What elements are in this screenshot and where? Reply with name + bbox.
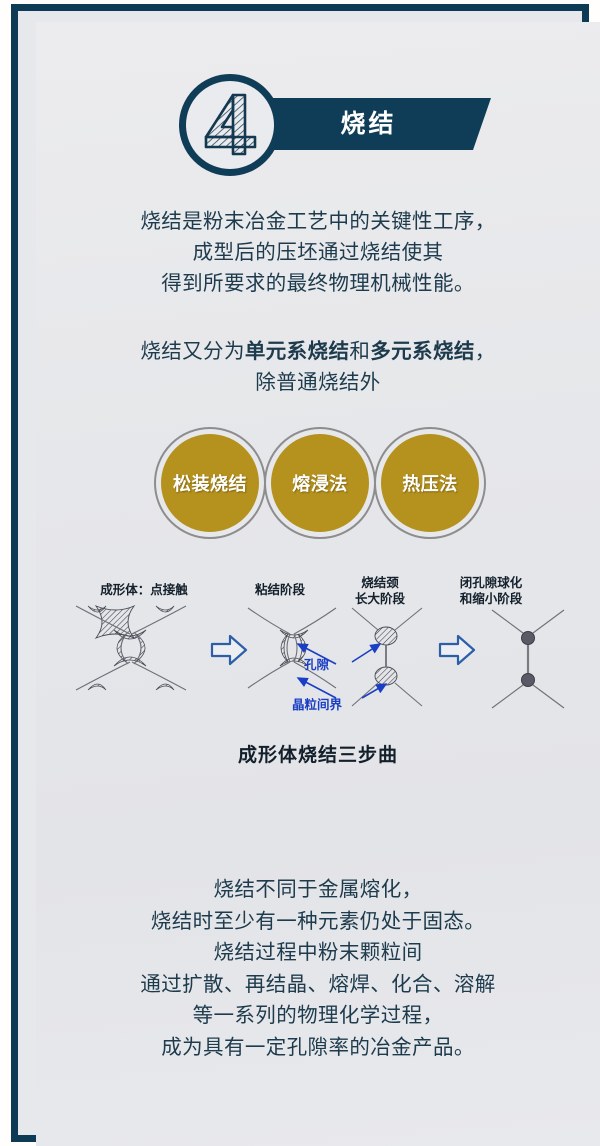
method-disc: 松装烧结 [161, 434, 259, 532]
annotation-arrows [296, 643, 388, 699]
stage-3-particles [491, 609, 565, 709]
stage-label-1: 成形体：点接触 [100, 582, 188, 597]
sintering-stage-diagram: 成形体：点接触 粘结阶段 烧结颈长大阶段 闭孔隙球化和缩小阶段 [36, 572, 600, 747]
arrow-icon-2 [438, 634, 476, 666]
step-number-badge [179, 74, 281, 176]
stage-label-3: 烧结颈长大阶段 [354, 575, 405, 606]
classification-line-2: 除普通烧结外 [255, 370, 381, 394]
classification-line-1: 烧结又分为单元系烧结和多元系烧结， [36, 336, 600, 367]
intro-line: 得到所要求的最终物理机械性能。 [161, 271, 475, 295]
stage-label-2: 粘结阶段 [254, 582, 305, 597]
stage-label-4: 闭孔隙球化和缩小阶段 [459, 575, 523, 606]
stage-1-particles [75, 604, 187, 691]
conclusion-line: 烧结不同于金属熔化， [213, 877, 423, 901]
method-disc: 熔浸法 [271, 434, 369, 532]
method-badge-2[interactable]: 熔浸法 [264, 427, 376, 539]
page-inner: 烧结 [36, 22, 600, 1146]
intro-line: 烧结是粉末冶金工艺中的关键性工序， [140, 209, 496, 233]
diagram-caption: 成形体烧结三步曲 [237, 744, 398, 766]
stage-diagram-graphic [75, 604, 565, 709]
page-frame: 烧结 [11, 4, 600, 1146]
step-number-4-icon [204, 93, 257, 156]
annotation-grain-boundary: 晶粒间界 [292, 697, 343, 712]
classification-term-2: 多元系烧结 [370, 339, 475, 363]
method-badge-3[interactable]: 热压法 [374, 427, 486, 539]
conclusion-line: 等一系列的物理化学过程， [192, 1003, 444, 1027]
method-label: 热压法 [402, 474, 458, 495]
intro-line: 成型后的压坯通过烧结使其 [192, 240, 444, 264]
classification-suffix: ， [474, 339, 496, 363]
stage-2-particles [247, 607, 423, 707]
method-label: 熔浸法 [292, 474, 348, 495]
method-label: 松装烧结 [173, 474, 247, 495]
methods-group: 松装烧结 熔浸法 热压法 [36, 427, 600, 557]
method-badge-1[interactable]: 松装烧结 [154, 427, 266, 539]
conclusion-line: 烧结时至少有一种元素仍处于固态。 [150, 908, 486, 933]
annotation-pore: 孔隙 [304, 657, 330, 672]
method-disc: 热压法 [381, 434, 479, 532]
header-banner: 烧结 [266, 98, 491, 150]
conclusion-line: 烧结过程中粉末颗粒间 [213, 940, 423, 964]
arrow-icon-1 [210, 634, 248, 666]
intro-paragraph: 烧结是粉末冶金工艺中的关键性工序， 成型后的压坯通过烧结使其 得到所要求的最终物… [36, 206, 600, 299]
conclusion-line: 成为具有一定孔隙率的冶金产品。 [161, 1034, 475, 1059]
classification-conjunction: 和 [349, 339, 371, 363]
conclusion-line: 通过扩散、再结晶、熔焊、化合、溶解 [140, 971, 496, 996]
classification-prefix: 烧结又分为 [140, 339, 245, 363]
header-title: 烧结 [340, 109, 397, 138]
section-header: 烧结 [36, 71, 600, 179]
conclusion-paragraph: 烧结不同于金属熔化， 烧结时至少有一种元素仍处于固态。 烧结过程中粉末颗粒间 通… [36, 874, 600, 1063]
classification-term-1: 单元系烧结 [244, 339, 350, 363]
classification-paragraph: 烧结又分为单元系烧结和多元系烧结， 除普通烧结外 [36, 336, 600, 398]
